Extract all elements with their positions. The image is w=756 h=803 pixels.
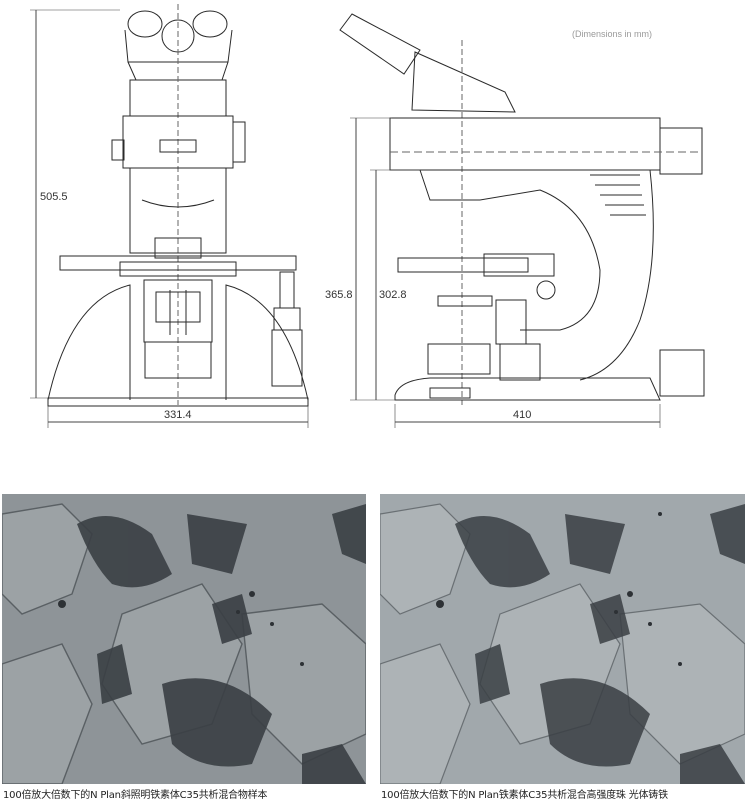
micrograph-bright-field	[380, 494, 745, 784]
side-dimensions	[350, 117, 661, 428]
front-height-label: 505.5	[40, 191, 68, 203]
side-view	[339, 13, 705, 405]
side-stage-height-label: 302.8	[379, 289, 407, 301]
dimensions-note: (Dimensions in mm)	[572, 29, 652, 39]
microscope-dimension-drawing: 505.5 331.4 (Dimensions in mm) 365.8 302…	[30, 4, 705, 428]
front-width-label: 331.4	[164, 409, 192, 421]
front-dimensions	[30, 9, 309, 428]
micrograph-oblique-illumination	[2, 494, 366, 784]
front-view	[47, 4, 309, 407]
caption-right: 100倍放大倍数下的N Plan铁素体C35共析混合高强度珠 光体铸铁	[381, 790, 668, 801]
side-depth-label: 410	[513, 409, 531, 421]
caption-left: 100倍放大倍数下的N Plan斜照明铁素体C35共析混合物样本	[3, 790, 268, 801]
side-total-height-label: 365.8	[325, 289, 353, 301]
